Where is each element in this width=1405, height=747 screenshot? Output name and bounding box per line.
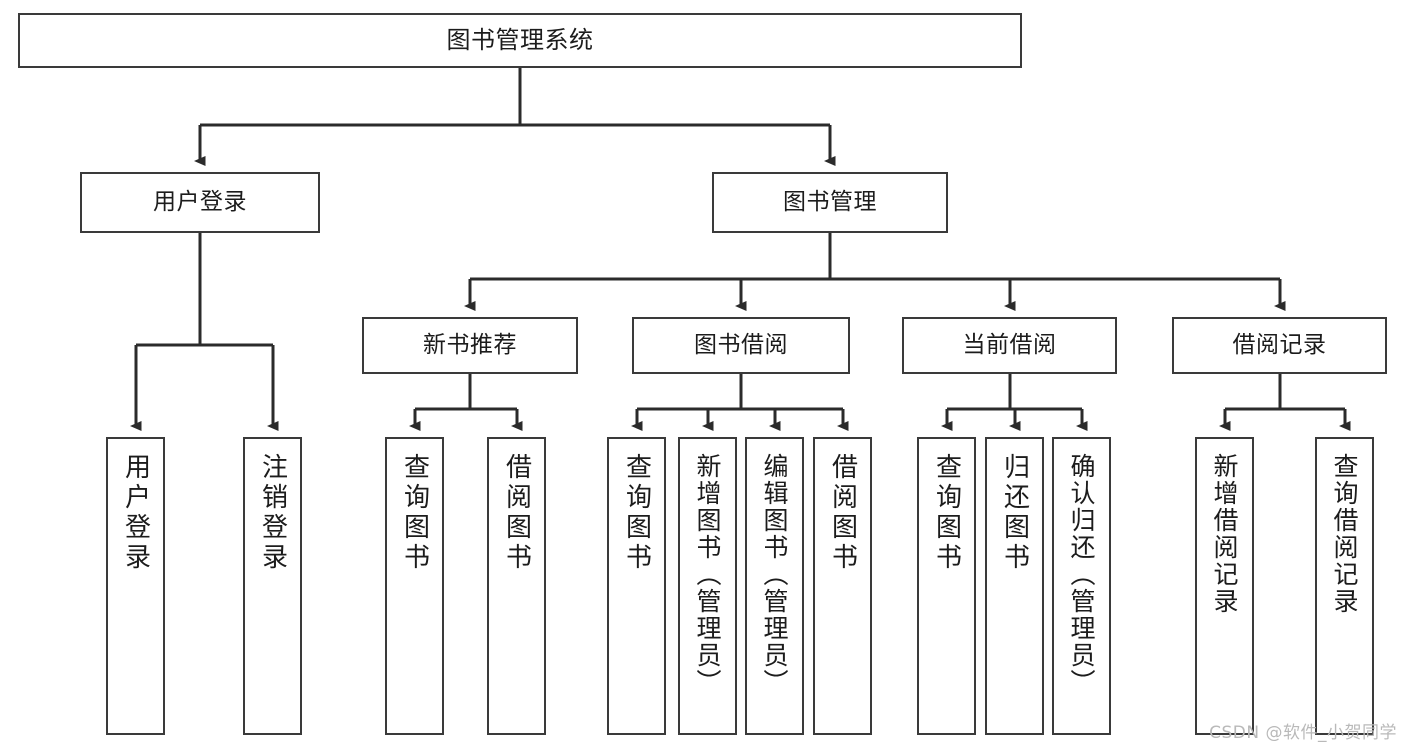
node-label: 借阅图书	[501, 453, 532, 573]
node-label: 查询图书	[399, 453, 430, 573]
node-label: 归还图书	[999, 453, 1030, 573]
node-root[interactable]: 图书管理系统	[18, 13, 1022, 68]
node-leaf-bk-edit[interactable]: 编辑图书（管理员）	[745, 437, 804, 735]
node-leaf-nb-borrow[interactable]: 借阅图书	[487, 437, 546, 735]
node-label: 新增借阅记录	[1210, 453, 1239, 615]
node-label: 借阅图书	[827, 453, 858, 573]
node-leaf-rec-add[interactable]: 新增借阅记录	[1195, 437, 1254, 735]
node-current[interactable]: 当前借阅	[902, 317, 1117, 374]
node-label: 查询借阅记录	[1330, 453, 1359, 615]
node-label: 注销登录	[257, 453, 288, 573]
node-leaf-cb-confirm[interactable]: 确认归还（管理员）	[1052, 437, 1111, 735]
node-label: 图书管理	[783, 188, 877, 215]
node-borrow[interactable]: 图书借阅	[632, 317, 850, 374]
node-records[interactable]: 借阅记录	[1172, 317, 1387, 374]
node-newbook[interactable]: 新书推荐	[362, 317, 578, 374]
node-label: 用户登录	[120, 453, 151, 573]
node-label: 当前借阅	[962, 331, 1057, 358]
node-leaf-user-login[interactable]: 用户登录	[106, 437, 165, 735]
node-label: 图书借阅	[694, 331, 788, 358]
node-label: 借阅记录	[1232, 331, 1327, 358]
node-login[interactable]: 用户登录	[80, 172, 320, 233]
node-bookmgmt[interactable]: 图书管理	[712, 172, 948, 233]
node-label: 新书推荐	[423, 331, 517, 358]
node-leaf-user-logout[interactable]: 注销登录	[243, 437, 302, 735]
node-label: 确认归还（管理员）	[1067, 453, 1096, 696]
node-label: 查询图书	[621, 453, 652, 573]
watermark-label: CSDN @软件_小贺同学	[1209, 723, 1397, 743]
node-label: 编辑图书（管理员）	[760, 453, 789, 696]
node-leaf-cb-query[interactable]: 查询图书	[917, 437, 976, 735]
node-label: 图书管理系统	[446, 26, 594, 55]
node-leaf-nb-query[interactable]: 查询图书	[385, 437, 444, 735]
node-leaf-cb-return[interactable]: 归还图书	[985, 437, 1044, 735]
node-leaf-rec-query[interactable]: 查询借阅记录	[1315, 437, 1374, 735]
node-leaf-bk-add[interactable]: 新增图书（管理员）	[678, 437, 737, 735]
node-label: 查询图书	[931, 453, 962, 573]
node-label: 用户登录	[153, 188, 247, 215]
node-label: 新增图书（管理员）	[693, 453, 722, 696]
node-leaf-bk-borrow[interactable]: 借阅图书	[813, 437, 872, 735]
node-leaf-bk-query[interactable]: 查询图书	[607, 437, 666, 735]
